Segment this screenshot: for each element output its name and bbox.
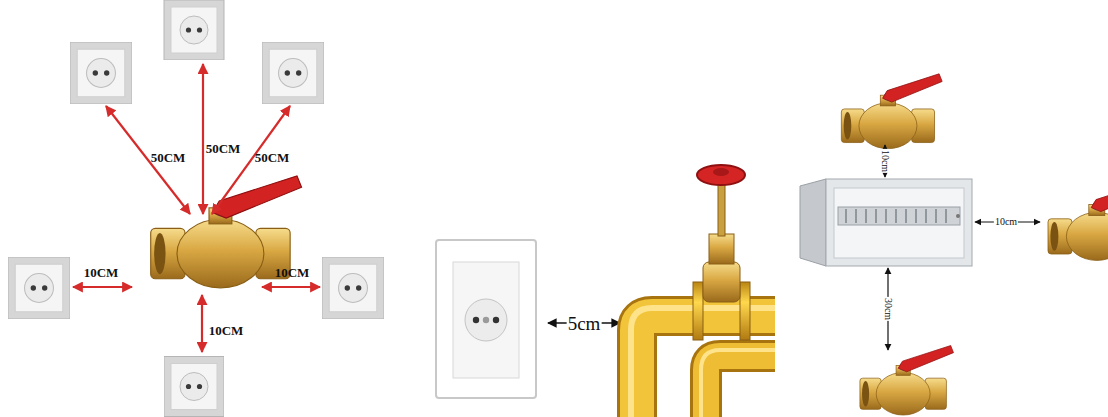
valve-bonnet — [709, 234, 734, 264]
box-panel — [834, 188, 964, 258]
hand-wheel — [697, 165, 745, 185]
pipe — [637, 316, 775, 417]
dimension-label: 50CM — [206, 142, 241, 155]
socket — [164, 0, 224, 60]
wall-socket — [436, 240, 536, 398]
dimension-arrow — [262, 286, 320, 288]
pipe — [637, 316, 775, 417]
dimension-arrow — [202, 64, 204, 214]
ball-valve — [841, 74, 942, 149]
pipe — [706, 356, 775, 417]
dimension-arrow — [201, 295, 203, 352]
box-screw — [956, 214, 960, 218]
gas-pipe — [631, 165, 775, 417]
dimension-label: 5cm — [567, 314, 602, 333]
pipe-highlight — [701, 350, 775, 417]
dimension-label: 50CM — [151, 151, 186, 164]
dimension-label: 10CM — [209, 324, 244, 337]
dimension-arrows — [885, 145, 1040, 350]
flange — [740, 282, 750, 340]
socket-recess — [465, 299, 507, 341]
socket — [164, 357, 224, 417]
socket-plate — [436, 240, 536, 398]
breaker-row — [838, 207, 960, 225]
dimension-arrow — [106, 106, 190, 214]
box-body — [826, 179, 972, 266]
dimension-arrow — [212, 106, 290, 214]
dimension-label: 10CM — [84, 266, 119, 279]
dimension-label: 30cm — [883, 297, 893, 321]
socket-hole — [473, 317, 479, 323]
valve-body — [703, 262, 740, 302]
socket — [262, 42, 324, 104]
pipe — [706, 356, 775, 417]
socket — [8, 257, 70, 319]
socket-hole — [493, 317, 499, 323]
socket-face — [453, 262, 519, 378]
dimension-label: 10cm — [880, 149, 890, 173]
box-door — [800, 179, 826, 266]
dimension-label: 10CM — [275, 266, 310, 279]
socket — [322, 257, 384, 319]
breakers — [846, 209, 946, 223]
dimension-label: 50CM — [255, 151, 290, 164]
dimension-label: 10cm — [994, 217, 1018, 227]
socket — [70, 42, 132, 104]
ball-valve — [860, 346, 954, 415]
dimension-arrow — [73, 286, 132, 288]
flange — [693, 282, 703, 340]
ball-valve — [1048, 182, 1108, 260]
dimension-arrows — [73, 64, 320, 352]
socket-hole — [483, 317, 489, 323]
hand-wheel-hub — [713, 168, 729, 176]
distribution-box — [800, 179, 972, 266]
